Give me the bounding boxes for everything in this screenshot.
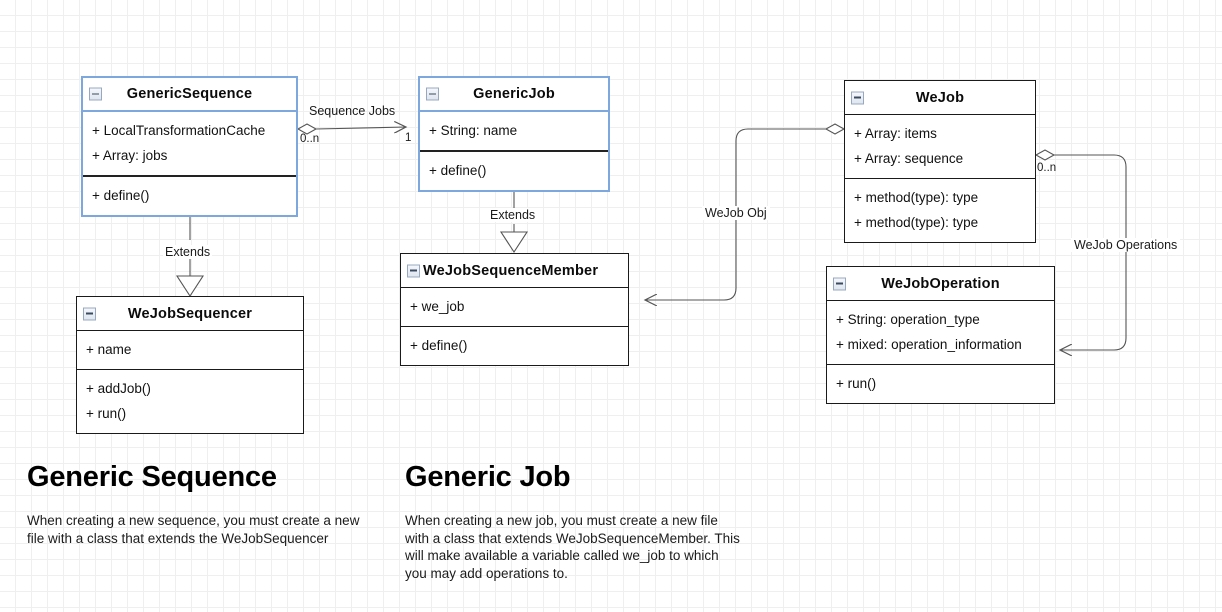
class-methods-wejob-operation: + run() [827, 364, 1054, 403]
class-title-bar-generic-sequence: GenericSequence [83, 78, 296, 112]
class-methods-wejob: + method(type): type + method(type): typ… [845, 178, 1035, 242]
multiplicity-wejob-operations-source: 0..n [1037, 162, 1057, 174]
collapse-icon[interactable] [426, 87, 439, 101]
class-name-wejob-operation: WeJobOperation [881, 275, 1000, 292]
class-attribute: + LocalTransformationCache [92, 123, 266, 138]
class-attribute: + we_job [410, 299, 465, 314]
connector-label-wejob-obj: WeJob Obj [702, 206, 770, 220]
class-methods-wejob-sequence-member: + define() [401, 326, 628, 365]
collapse-icon[interactable] [407, 264, 420, 277]
class-method: + method(type): type [854, 215, 979, 230]
class-method: + define() [410, 338, 468, 353]
class-attribute: + Array: items [854, 126, 937, 141]
class-title-bar-wejob-sequence-member: WeJobSequenceMember [401, 254, 628, 288]
class-box-wejob-sequencer[interactable]: WeJobSequencer + name + addJob() + run() [76, 296, 304, 434]
connector-label-extends-sequencer: Extends [163, 245, 213, 259]
class-attribute: + String: operation_type [836, 312, 980, 327]
class-title-bar-wejob-operation: WeJobOperation [827, 267, 1054, 301]
class-name-wejob-sequence-member: WeJobSequenceMember [423, 262, 599, 279]
connector-label-wejob-operations: WeJob Operations [1071, 238, 1181, 252]
class-title-bar-generic-job: GenericJob [420, 78, 608, 112]
class-box-wejob-operation[interactable]: WeJobOperation + String: operation_type … [826, 266, 1055, 404]
class-method: + define() [92, 188, 150, 203]
class-attribute: + Array: sequence [854, 151, 964, 166]
class-title-bar-wejob-sequencer: WeJobSequencer [77, 297, 303, 331]
class-methods-wejob-sequencer: + addJob() + run() [77, 369, 303, 433]
class-attributes-generic-sequence: + LocalTransformationCache + Array: jobs [83, 112, 296, 175]
class-method: + run() [836, 376, 877, 391]
note-title-generic-job: Generic Job [405, 461, 571, 493]
class-name-wejob-sequencer: WeJobSequencer [127, 305, 253, 322]
collapse-icon[interactable] [83, 307, 96, 320]
class-attributes-wejob: + Array: items + Array: sequence [845, 115, 1035, 178]
collapse-icon[interactable] [833, 277, 846, 290]
note-title-generic-sequence: Generic Sequence [27, 461, 277, 493]
class-attributes-wejob-sequence-member: + we_job [401, 288, 628, 326]
class-box-generic-sequence[interactable]: GenericSequence + LocalTransformationCac… [81, 76, 298, 217]
class-methods-generic-job: + define() [420, 150, 608, 190]
class-box-wejob-sequence-member[interactable]: WeJobSequenceMember + we_job + define() [400, 253, 629, 366]
class-name-generic-job: GenericJob [473, 86, 555, 102]
class-methods-generic-sequence: + define() [83, 175, 296, 215]
class-method: + run() [86, 406, 127, 421]
class-attributes-wejob-sequencer: + name [77, 331, 303, 369]
note-body-generic-job: When creating a new job, you must create… [405, 513, 740, 581]
class-method: + addJob() [86, 381, 151, 396]
class-attribute: + Array: jobs [92, 148, 168, 163]
note-body-generic-sequence: When creating a new sequence, you must c… [27, 513, 360, 546]
collapse-icon[interactable] [89, 87, 102, 101]
class-method: + define() [429, 163, 487, 178]
class-attributes-generic-job: + String: name [420, 112, 608, 150]
note-generic-sequence: Generic Sequence When creating a new seq… [27, 463, 392, 547]
class-name-wejob: WeJob [915, 89, 965, 106]
class-box-generic-job[interactable]: GenericJob + String: name + define() [418, 76, 610, 192]
class-name-generic-sequence: GenericSequence [126, 86, 253, 102]
multiplicity-sequence-jobs-target: 1 [405, 132, 412, 144]
connector-label-extends-member: Extends [488, 208, 538, 222]
note-generic-job: Generic Job When creating a new job, you… [405, 463, 775, 582]
collapse-icon[interactable] [851, 91, 864, 104]
class-attribute: + name [86, 342, 132, 357]
class-box-wejob[interactable]: WeJob + Array: items + Array: sequence +… [844, 80, 1036, 243]
class-attribute: + mixed: operation_information [836, 337, 1022, 352]
connector-label-sequence-jobs: Sequence Jobs [309, 104, 396, 118]
class-attributes-wejob-operation: + String: operation_type + mixed: operat… [827, 301, 1054, 364]
multiplicity-sequence-jobs-source: 0..n [300, 133, 320, 145]
class-attribute: + String: name [429, 123, 518, 138]
class-title-bar-wejob: WeJob [845, 81, 1035, 115]
class-method: + method(type): type [854, 190, 979, 205]
